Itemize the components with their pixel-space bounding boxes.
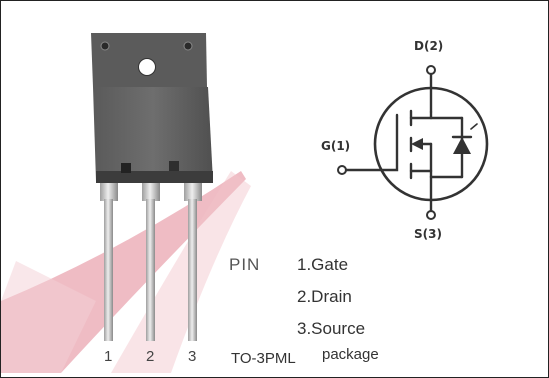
pin-heading: PIN: [229, 255, 261, 274]
pin-desc-2: 2.Drain: [297, 287, 352, 306]
diode-triangle: [453, 137, 471, 154]
pin-desc-1: 1.Gate: [297, 255, 349, 274]
watermark-logo: [1, 171, 251, 373]
package-suffix: package: [322, 346, 379, 363]
lead-1: [104, 199, 113, 341]
mosfet-symbol: [337, 65, 489, 220]
pin-number-3: 3: [188, 348, 197, 365]
pin-desc-3: 3.Source: [297, 319, 366, 338]
drain-label: D(2): [414, 39, 444, 53]
lead-2: [146, 199, 155, 341]
source-label: S(3): [414, 227, 442, 241]
pin-number-1: 1: [104, 348, 113, 365]
pin-number-2: 2: [146, 348, 155, 365]
channel-arrow: [411, 138, 423, 150]
to3pml-package-photo: [91, 33, 213, 341]
gate-label: G(1): [321, 139, 351, 153]
lead-3: [188, 199, 197, 341]
package-name: TO-3PML: [231, 350, 296, 367]
